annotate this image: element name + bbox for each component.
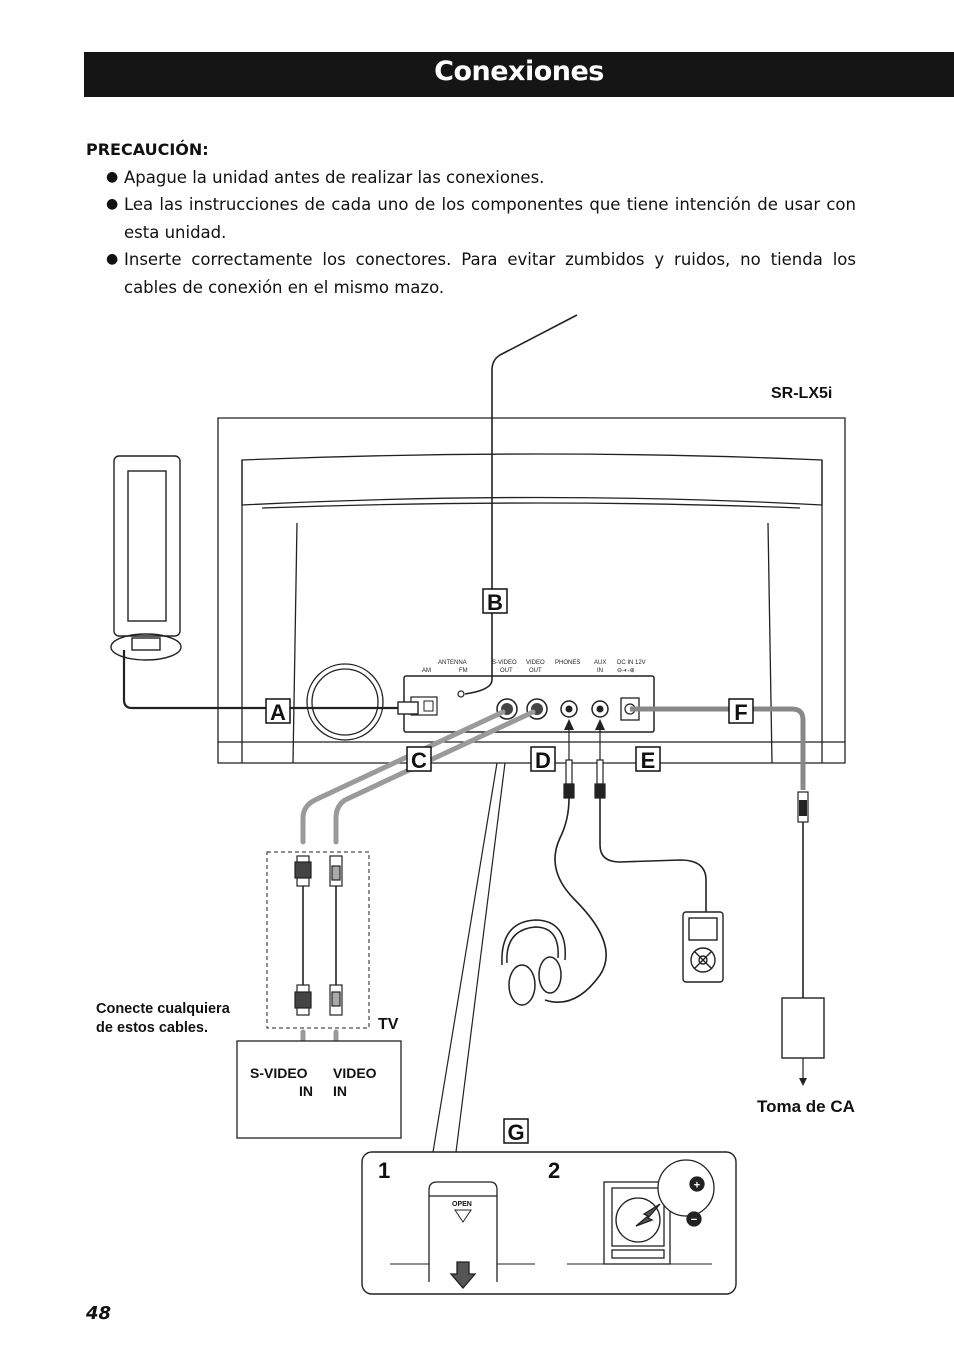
phones-plug [544, 730, 607, 1004]
headphones-icon [501, 919, 566, 1006]
model-label: SR-LX5i [771, 385, 832, 402]
svg-text:G: G [507, 1120, 524, 1145]
svg-text:IN: IN [333, 1083, 347, 1099]
caution-section: PRECAUCIÓN: ●Apague la unidad antes de r… [86, 136, 856, 301]
ac-adapter-icon [781, 997, 825, 1059]
plus-icon: + [694, 1180, 700, 1192]
minus-icon: − [691, 1214, 697, 1226]
cable-options-box [266, 851, 370, 1029]
page-number: 48 [86, 1303, 112, 1324]
connector-panel: ANTENNA AM FM S-VIDEO OUT VIDEO OUT PHON… [403, 660, 655, 733]
phones-label: PHONES [555, 660, 580, 666]
caution-item: ●Apague la unidad antes de realizar las … [86, 164, 856, 192]
bullet-icon: ● [106, 168, 119, 185]
caution-heading: PRECAUCIÓN: [86, 140, 209, 159]
tv-label: TV [378, 1016, 399, 1033]
page-title: Conexiones [434, 56, 604, 87]
unit-rear-view [217, 417, 846, 764]
step-2-label: 2 [548, 1158, 560, 1183]
svg-text:A: A [270, 700, 286, 725]
dc-cable [630, 706, 825, 1086]
svg-text:C: C [411, 748, 427, 773]
svg-text:OUT: OUT [500, 668, 513, 674]
battery-compartment: + − [603, 1159, 715, 1265]
g-leader-lines [432, 762, 506, 1153]
callout-labels: B A F C D E G [265, 588, 754, 1145]
caution-item: ●Inserte correctamente los conectores. P… [86, 246, 856, 301]
dc-in-label: DC IN 12V [617, 660, 646, 666]
svg-text:OUT: OUT [529, 668, 542, 674]
insert-arrow-icon [635, 1203, 661, 1227]
antenna-label: ANTENNA [438, 660, 467, 666]
speaker-port-icon [306, 663, 384, 741]
video-cable [329, 855, 343, 1016]
callout-g [503, 1118, 529, 1144]
svg-text:B: B [487, 590, 503, 615]
portable-player-icon [682, 911, 724, 983]
arrow-up-icon [564, 719, 605, 730]
aux-plug [594, 730, 707, 912]
cable-note: Conecte cualquiera de estos cables. [96, 1001, 234, 1036]
svg-text:E: E [641, 748, 656, 773]
svg-text:F: F [734, 700, 747, 725]
callout-c [406, 746, 432, 772]
bullet-icon: ● [106, 196, 119, 212]
battery-cover: OPEN [428, 1181, 498, 1289]
fm-terminal [457, 690, 465, 698]
callout-e [635, 746, 661, 772]
svideo-cable [294, 855, 312, 1016]
callout-d [530, 746, 556, 772]
battery-detail-box: 1 2 OPEN + − [361, 1151, 737, 1295]
svg-text:OPEN: OPEN [452, 1201, 472, 1208]
step-1-label: 1 [378, 1158, 390, 1183]
video-out-label: VIDEO [526, 660, 545, 666]
tv-box: TV S-VIDEO IN VIDEO IN [236, 1016, 402, 1139]
fm-antenna-wire [464, 314, 578, 695]
callout-f [728, 698, 754, 724]
caution-item: ●Lea las instrucciones de cada uno de lo… [86, 191, 856, 246]
video-in-label: VIDEO [333, 1065, 377, 1081]
svideo-out-label: S-VIDEO [492, 660, 517, 666]
arrow-down-icon [799, 1078, 807, 1086]
callout-b [482, 588, 508, 614]
fm-label: FM [459, 668, 468, 674]
svg-text:IN: IN [299, 1083, 313, 1099]
aux-in-label: AUX [594, 660, 606, 666]
slide-down-arrow-icon [449, 1261, 477, 1289]
callout-a [265, 698, 291, 724]
am-loop-antenna [110, 455, 419, 715]
coin-battery-icon [657, 1159, 715, 1217]
am-label: AM [422, 668, 431, 674]
bullet-icon: ● [106, 251, 119, 267]
svideo-in-label: S-VIDEO [250, 1065, 308, 1081]
open-arrow-icon [454, 1209, 472, 1223]
svg-text:D: D [535, 748, 551, 773]
svg-text:⊖-◐-⊕: ⊖-◐-⊕ [617, 668, 635, 674]
title-bar: Conexiones [84, 52, 954, 97]
svg-text:IN: IN [597, 668, 603, 674]
ac-outlet-label: Toma de CA [757, 1097, 855, 1116]
caution-list: ●Apague la unidad antes de realizar las … [86, 164, 856, 302]
